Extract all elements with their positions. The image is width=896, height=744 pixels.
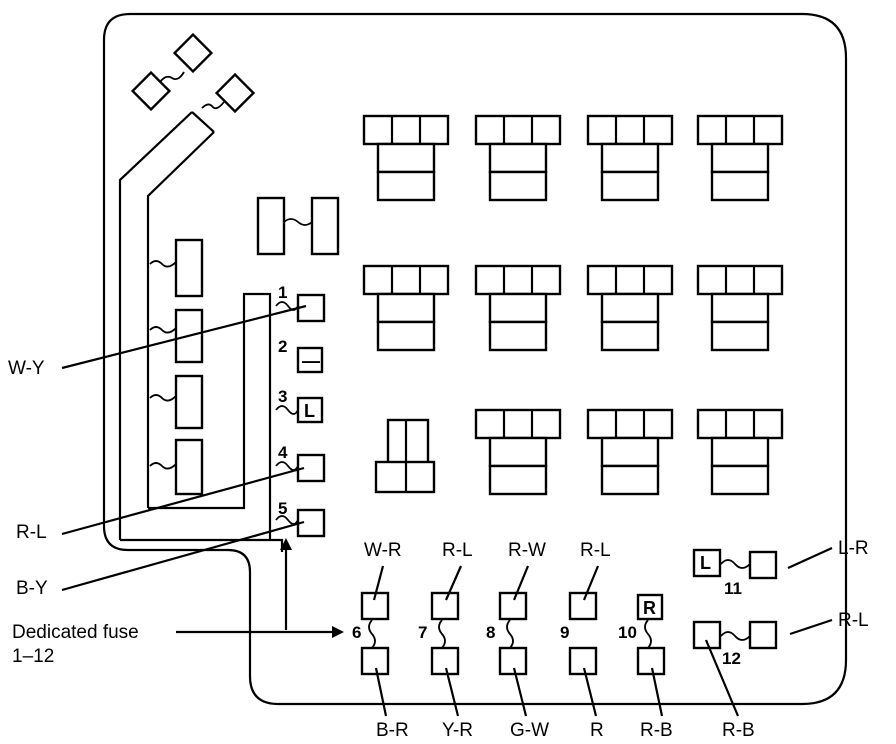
wire-label-top-6: W-R bbox=[364, 540, 402, 561]
wire-label-r-l-right: R-L bbox=[838, 610, 869, 631]
callout-line-2: 1–12 bbox=[12, 646, 54, 667]
relay-3[interactable] bbox=[586, 114, 674, 202]
fuse-number-12: 12 bbox=[722, 649, 741, 668]
relay-5[interactable] bbox=[362, 264, 450, 352]
wire-label-r-l-left: R-L bbox=[16, 522, 47, 543]
fuse-11-glyph: L bbox=[700, 553, 711, 573]
wire-label-top-9: R-L bbox=[580, 540, 611, 561]
fuse-7-bottom-terminal[interactable] bbox=[430, 646, 460, 676]
wire-label-top-7: R-L bbox=[442, 540, 473, 561]
fuse-number-3: 3 bbox=[278, 387, 287, 406]
fuse-numbers: 1 2 3 4 5 6 7 8 9 10 11 12 bbox=[278, 283, 742, 668]
fuse-12-right-terminal[interactable] bbox=[748, 620, 778, 650]
wire-label-bot-9: R bbox=[590, 720, 604, 741]
callout-line-1: Dedicated fuse bbox=[12, 622, 139, 643]
dedicated-fuse-callout: Dedicated fuse 1–12 bbox=[12, 622, 139, 667]
wire-label-bot-7: Y-R bbox=[442, 720, 473, 741]
fuse-number-9: 9 bbox=[560, 623, 569, 642]
fuse-number-10: 10 bbox=[618, 623, 637, 642]
wire-label-b-y: B-Y bbox=[16, 578, 48, 599]
relay-6[interactable] bbox=[474, 264, 562, 352]
fuse-11-left-terminal[interactable] bbox=[692, 548, 722, 578]
fuse-2-glyph: — bbox=[302, 351, 320, 371]
wire-label-bot-6: B-R bbox=[376, 720, 409, 741]
wire-labels: W-Y R-L B-Y L-R R-L W-R R-L R-W R-L B-R … bbox=[8, 358, 869, 741]
relay-1[interactable] bbox=[362, 114, 450, 202]
wire-label-top-8: R-W bbox=[508, 540, 546, 561]
wire-label-bot-12: R-B bbox=[722, 720, 755, 741]
fuse-7-top-terminal[interactable] bbox=[430, 591, 460, 621]
fuse-2-terminal[interactable] bbox=[296, 346, 324, 374]
wire-label-l-r: L-R bbox=[838, 538, 869, 559]
wire-label-bot-8: G-W bbox=[510, 720, 549, 741]
fuse-3-glyph: L bbox=[304, 401, 315, 421]
fuse-8-top-terminal[interactable] bbox=[498, 591, 528, 621]
fuse-6-bottom-terminal[interactable] bbox=[360, 646, 390, 676]
fuse-number-11: 11 bbox=[724, 579, 742, 598]
fuse-number-8: 8 bbox=[486, 623, 495, 642]
fuse-box-outline bbox=[102, 12, 848, 706]
fuse-number-2: 2 bbox=[278, 337, 287, 356]
fuse-9-bottom-terminal[interactable] bbox=[568, 646, 598, 676]
wire-label-bot-10: R-B bbox=[640, 720, 673, 741]
fuse-10-glyph: R bbox=[643, 598, 656, 618]
fuse-number-1: 1 bbox=[278, 283, 287, 302]
relay-10[interactable] bbox=[474, 408, 562, 496]
fuse-number-5: 5 bbox=[278, 499, 287, 518]
fuse-number-7: 7 bbox=[418, 623, 427, 642]
fuse-number-4: 4 bbox=[278, 443, 288, 462]
relay-2[interactable] bbox=[474, 114, 562, 202]
fuse-10-top-terminal[interactable] bbox=[636, 593, 664, 621]
fuse-group-right: L bbox=[692, 548, 778, 650]
fuse-12-left-terminal[interactable] bbox=[692, 620, 722, 650]
relay-9[interactable] bbox=[374, 418, 436, 494]
wire-label-w-y: W-Y bbox=[8, 358, 45, 379]
relay-grid bbox=[362, 114, 784, 496]
fuse-9-top-terminal[interactable] bbox=[568, 591, 598, 621]
fuse-row-bottom: R bbox=[360, 591, 666, 676]
relay-7[interactable] bbox=[586, 264, 674, 352]
relay-4[interactable] bbox=[696, 114, 784, 202]
fuse-10-bottom-terminal[interactable] bbox=[636, 646, 666, 676]
fuse-3-terminal[interactable] bbox=[296, 396, 324, 424]
fuse-number-6: 6 bbox=[352, 623, 361, 642]
fuse-8-bottom-terminal[interactable] bbox=[498, 646, 528, 676]
fuse-11-right-terminal[interactable] bbox=[748, 550, 778, 580]
leader-lines bbox=[61, 304, 833, 717]
relay-8[interactable] bbox=[696, 264, 784, 352]
relay-11[interactable] bbox=[586, 408, 674, 496]
relay-12[interactable] bbox=[696, 408, 784, 496]
